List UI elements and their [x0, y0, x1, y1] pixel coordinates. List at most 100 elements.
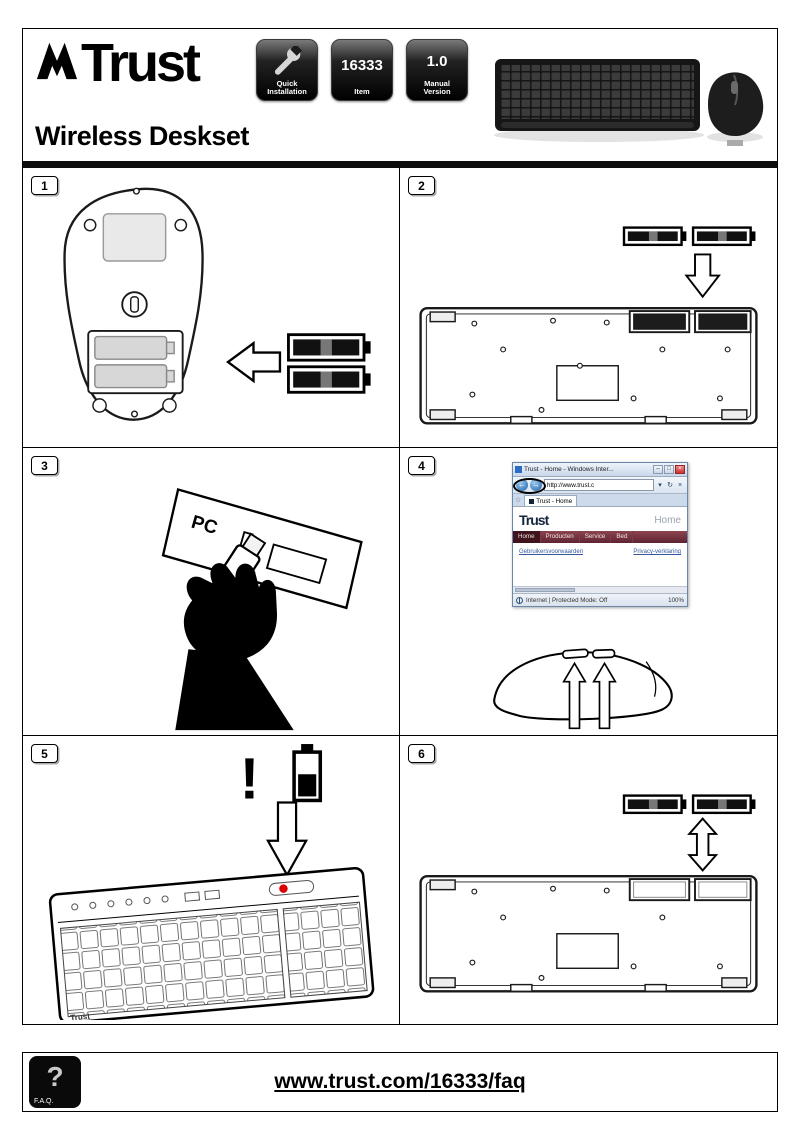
globe-icon: [516, 596, 523, 604]
product-photo: [491, 45, 771, 154]
panel-4: 4 Trust - Home - Windows Inter... – □ × …: [400, 448, 777, 736]
window-icon: [515, 466, 522, 473]
site-nav-item: Home: [513, 531, 541, 543]
connect-button: [562, 648, 589, 659]
warning-exclamation: !: [239, 746, 258, 811]
browser-content: Trust Home Home Producten Service Bed Ge…: [513, 507, 687, 593]
browser-nav-bar: ← → http://www.trust.c ▾ ↻ ×: [513, 477, 687, 494]
panel-5: 5 !: [23, 736, 400, 1024]
arrow-down-icon: [684, 253, 721, 299]
battery-replace-illustration: [419, 794, 758, 993]
item-number-badge: 16333 Item: [331, 39, 393, 101]
highlight-ellipse: [513, 478, 546, 494]
arrow-left-icon: [226, 340, 282, 384]
title-underline-bar: [23, 161, 777, 168]
keyboard-brand-label: Trust: [69, 1012, 90, 1020]
panel-2: 2: [400, 168, 777, 448]
status-text: Internet | Protected Mode: Off: [526, 596, 608, 604]
item-number: 16333: [341, 57, 383, 75]
dropdown-icon: ▾: [658, 482, 662, 489]
browser-tab: Trust - Home: [524, 495, 578, 506]
window-controls: – □ ×: [653, 465, 685, 474]
panel-number-badge: 3: [31, 456, 58, 475]
arrow-up-icon: [562, 661, 587, 730]
battery-icons: [622, 226, 756, 247]
panel-number: 1: [41, 178, 48, 193]
low-battery-led: [278, 884, 288, 893]
site-nav-bar: Home Producten Service Bed: [513, 531, 687, 543]
minimize-icon: –: [653, 465, 663, 474]
site-nav-item: Producten: [541, 531, 580, 543]
page-title: Wireless Deskset: [35, 121, 249, 151]
panel-number-badge: 4: [408, 456, 435, 475]
badge-label: Installation: [267, 87, 307, 97]
badge-label: Item: [354, 87, 370, 97]
horizontal-scrollbar: [513, 586, 687, 593]
panel-3: 3 PC: [23, 448, 400, 736]
panel-number-badge: 2: [408, 176, 435, 195]
battery-low-icon: [291, 744, 322, 803]
main-content-box: Trust Quick Installation 16333 Item 1.0 …: [22, 28, 778, 1025]
panel-number: 5: [41, 746, 48, 761]
steps-grid: 1: [23, 168, 777, 1024]
browser-tab-bar: ☆ Trust - Home: [513, 494, 687, 507]
faq-label: F.A.Q.: [34, 1098, 54, 1105]
badge-label: Version: [423, 87, 451, 97]
panel-number: 2: [418, 178, 425, 193]
trust-site-logo: Trust: [519, 512, 549, 528]
faq-badge: ? F.A.Q.: [29, 1056, 81, 1108]
keyboard-top-view: Trust: [48, 866, 374, 1020]
address-url: http://www.trust.c: [547, 482, 595, 489]
trust-logo-glyph: [36, 42, 78, 80]
arrow-up-down-icon: [687, 817, 719, 872]
browser-status-bar: Internet | Protected Mode: Off 100%: [513, 593, 687, 606]
refresh-icon: ↻: [667, 482, 673, 489]
panel-1: 1: [23, 168, 400, 448]
address-bar: http://www.trust.c: [544, 479, 654, 491]
stop-icon: ×: [677, 481, 683, 489]
site-link: Privacy-verklaring: [633, 549, 681, 555]
favorites-star-icon: ☆: [515, 497, 522, 504]
mouse-bottom-illustration: [63, 187, 371, 421]
site-nav-item: Bed: [611, 531, 634, 543]
site-heading: Home: [654, 514, 681, 526]
browser-title-bar: Trust - Home - Windows Inter... – □ ×: [513, 463, 687, 477]
panel-number: 6: [418, 746, 425, 761]
faq-url: www.trust.com/16333/faq: [274, 1070, 526, 1093]
battery-bay-open: [628, 878, 752, 902]
scrollbar-thumb: [515, 588, 575, 592]
arrow-down-icon: [265, 801, 308, 878]
manual-version-badge: 1.0 Manual Version: [406, 39, 468, 101]
battery-bay: [628, 310, 752, 334]
keyboard-rear-illustration: [419, 226, 758, 425]
quick-installation-badge: Quick Installation: [256, 39, 318, 101]
usb-receiver-illustration: PC: [161, 488, 363, 731]
wrench-icon: [272, 43, 302, 80]
version-number: 1.0: [426, 52, 448, 70]
badge-label: Manual: [424, 78, 450, 88]
panel-number: 3: [41, 458, 48, 473]
keyboard-mouse-photo: [494, 59, 764, 146]
arrow-up-icon: [592, 661, 617, 730]
battery-icons: [622, 794, 756, 815]
site-link: Gebruikersvoorwaarden: [519, 549, 584, 555]
trust-logo: Trust: [35, 33, 201, 94]
zoom-level: 100%: [668, 596, 684, 604]
battery-icons: [287, 333, 371, 394]
hand-silhouette: [175, 563, 294, 731]
panel-number-badge: 5: [31, 744, 58, 763]
tab-title: Trust - Home: [536, 497, 573, 505]
mouse-buttons-illustration: [493, 648, 673, 730]
tab-favicon: [529, 498, 535, 504]
badge-label: Quick: [276, 78, 298, 88]
connect-button: [592, 648, 616, 659]
window-title: Trust - Home - Windows Inter...: [524, 466, 614, 473]
browser-window: Trust - Home - Windows Inter... – □ × ← …: [512, 462, 688, 607]
close-icon: ×: [675, 465, 685, 474]
question-mark-icon: ?: [46, 1061, 64, 1092]
panel-6: 6: [400, 736, 777, 1024]
brand-name: Trust: [81, 33, 201, 94]
panel-number-badge: 6: [408, 744, 435, 763]
site-nav-item: Service: [580, 531, 612, 543]
